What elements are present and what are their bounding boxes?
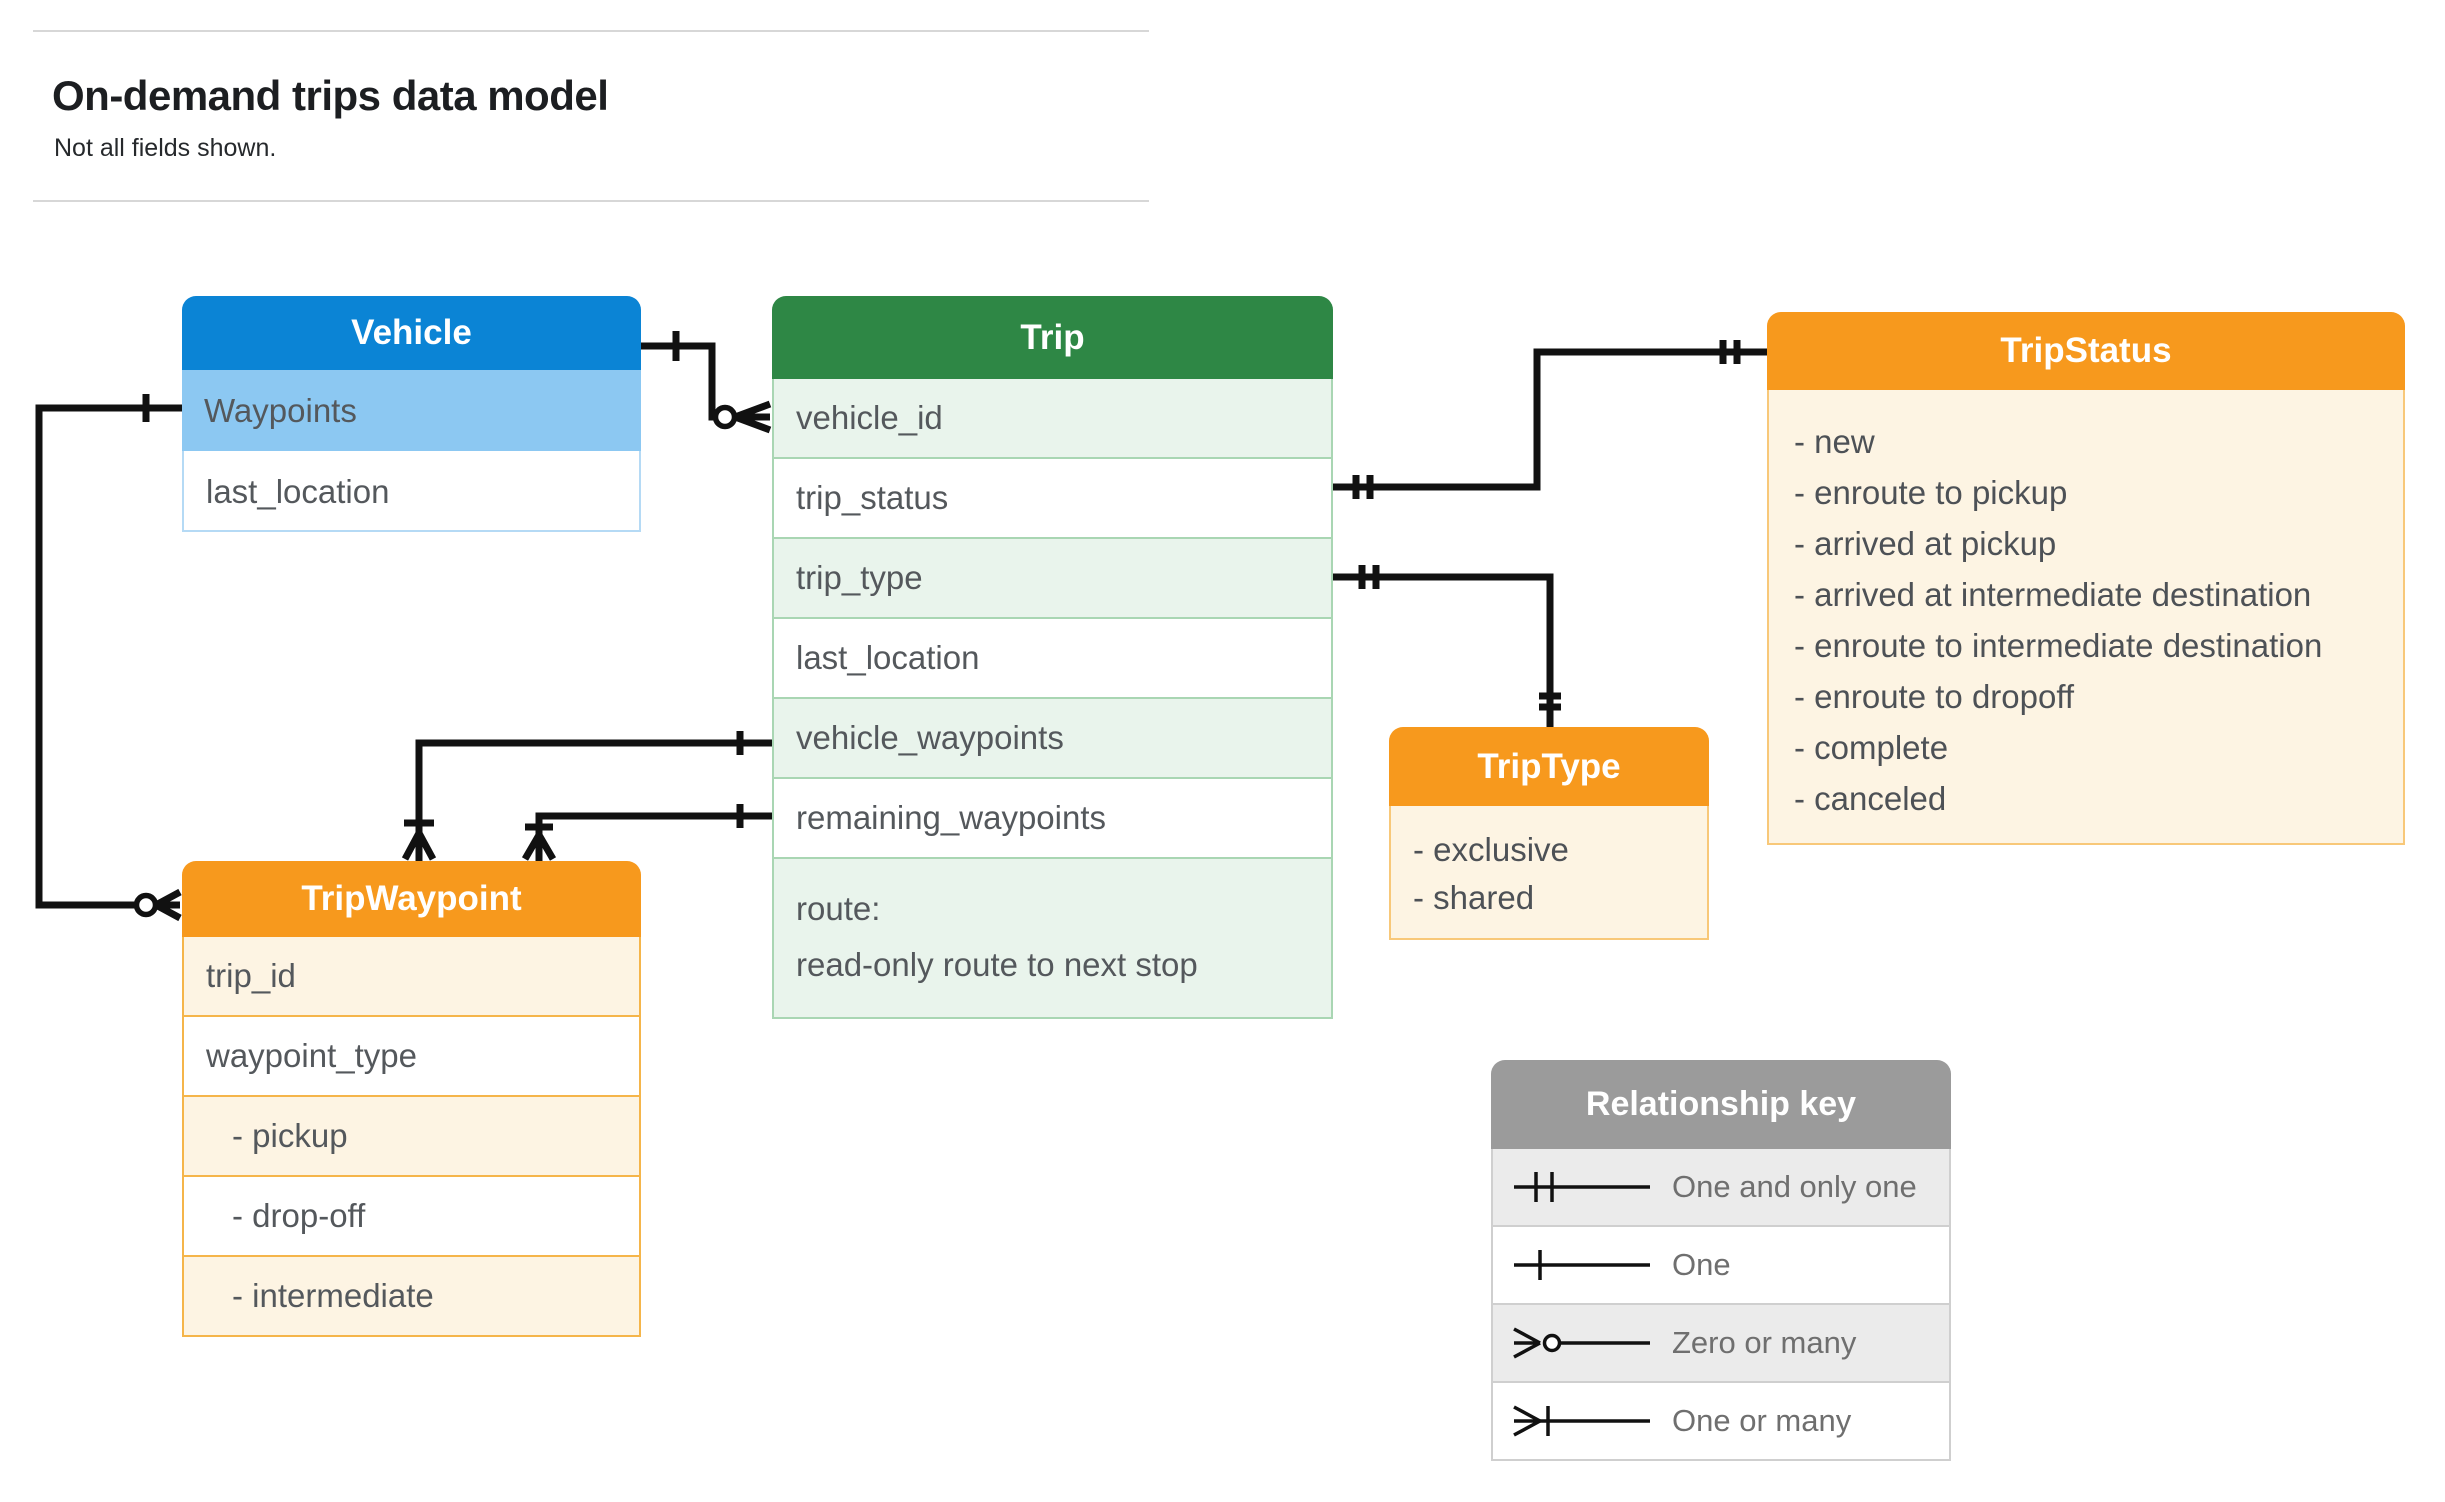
entity-tripwaypoint-header: TripWaypoint: [182, 861, 641, 937]
legend-label: One and only one: [1672, 1169, 1917, 1204]
zero-or-many-symbol-crowfoot: [733, 400, 772, 434]
entity-vehicle-header: Vehicle: [182, 296, 641, 370]
entity-trip-header: Trip: [772, 296, 1333, 379]
enum-value-shared: - shared: [1413, 879, 1535, 916]
legend-row-one-or-many: One or many: [1491, 1383, 1951, 1461]
entity-vehicle: Vehicle Waypoints last_location: [182, 296, 641, 532]
entity-trip: Trip vehicle_id trip_status trip_type la…: [772, 296, 1333, 1019]
connector-vehicle-to-trip: [641, 331, 772, 434]
enum-value-canceled: - canceled: [1794, 780, 1947, 817]
field-trip-remaining-waypoints: remaining_waypoints: [772, 779, 1333, 859]
zero-or-many-symbol-circle: [133, 892, 159, 918]
zero-or-many-icon: [1513, 1327, 1650, 1359]
entity-tripstatus: TripStatus - new - enroute to pickup - a…: [1767, 312, 2405, 845]
entity-triptype-header: TripType: [1389, 727, 1709, 806]
entity-tripwaypoint: TripWaypoint trip_id waypoint_type - pic…: [182, 861, 641, 1337]
top-divider: [33, 30, 1149, 32]
entity-tripstatus-body: - new - enroute to pickup - arrived at p…: [1767, 390, 2405, 845]
connector-trip-remaining-waypoints-to-tripwaypoint: [521, 804, 772, 861]
one-or-many-symbol-crowfoot: [521, 833, 557, 861]
field-tripwaypoint-waypoint-type: waypoint_type: [182, 1017, 641, 1097]
entity-triptype-body: - exclusive - shared: [1389, 806, 1709, 940]
enum-value-drop-off: - drop-off: [182, 1177, 641, 1257]
enum-value-intermediate: - intermediate: [182, 1257, 641, 1337]
field-trip-route: route: read-only route to next stop: [772, 859, 1333, 1019]
connector-trip-to-tripstatus: [1333, 340, 1767, 499]
connector-trip-to-triptype: [1333, 565, 1561, 727]
field-trip-type: trip_type: [772, 539, 1333, 619]
page-title: On-demand trips data model: [52, 72, 609, 119]
page-subtitle: Not all fields shown.: [54, 134, 277, 162]
enum-value-exclusive: - exclusive: [1413, 831, 1569, 868]
enum-value-new: - new: [1794, 423, 1875, 460]
legend-label: One: [1672, 1247, 1731, 1282]
one-icon: [1514, 1250, 1650, 1280]
legend-row-one: One: [1491, 1227, 1951, 1305]
entity-triptype: TripType - exclusive - shared: [1389, 727, 1709, 940]
one-and-only-one-symbol: [1352, 475, 1374, 499]
field-trip-vehicle-id: vehicle_id: [772, 379, 1333, 459]
enum-value-pickup: - pickup: [182, 1097, 641, 1177]
relationship-key: Relationship key One and only one One Ze…: [1491, 1060, 1951, 1461]
connector-vehicle-waypoints-to-tripwaypoint: [35, 394, 182, 922]
bottom-divider: [33, 200, 1149, 202]
field-trip-route-description: read-only route to next stop: [796, 946, 1198, 983]
field-tripwaypoint-trip-id: trip_id: [182, 937, 641, 1017]
enum-value-arrived-at-pickup: - arrived at pickup: [1794, 525, 2057, 562]
enum-value-enroute-to-dropoff: - enroute to dropoff: [1794, 678, 2075, 715]
field-trip-last-location: last_location: [772, 619, 1333, 699]
zero-or-many-symbol-crowfoot: [154, 888, 182, 922]
one-and-only-one-icon: [1514, 1172, 1650, 1202]
enum-value-arrived-at-intermediate-destination: - arrived at intermediate destination: [1794, 576, 2312, 613]
field-trip-route-label: route:: [796, 890, 881, 927]
zero-or-many-symbol-circle: [712, 404, 738, 430]
legend-row-zero-or-many: Zero or many: [1491, 1305, 1951, 1383]
one-and-only-one-symbol: [1719, 340, 1741, 364]
field-trip-status: trip_status: [772, 459, 1333, 539]
legend-label: One or many: [1672, 1403, 1852, 1438]
entity-tripstatus-header: TripStatus: [1767, 312, 2405, 390]
one-and-only-one-symbol: [1539, 692, 1561, 711]
legend-label: Zero or many: [1672, 1325, 1857, 1360]
enum-value-complete: - complete: [1794, 729, 1949, 766]
one-or-many-icon: [1513, 1405, 1650, 1437]
enum-value-enroute-to-pickup: - enroute to pickup: [1794, 474, 2068, 511]
one-or-many-symbol-crowfoot: [401, 831, 437, 861]
relationship-key-header: Relationship key: [1491, 1060, 1951, 1149]
field-vehicle-waypoints: Waypoints: [182, 370, 641, 451]
legend-row-one-and-only-one: One and only one: [1491, 1149, 1951, 1227]
field-trip-vehicle-waypoints: vehicle_waypoints: [772, 699, 1333, 779]
enum-value-enroute-to-intermediate-destination: - enroute to intermediate destination: [1794, 627, 2323, 664]
connector-trip-vehicle-waypoints-to-tripwaypoint: [401, 731, 772, 861]
field-vehicle-last-location: last_location: [182, 451, 641, 532]
one-and-only-one-symbol: [1358, 565, 1380, 589]
